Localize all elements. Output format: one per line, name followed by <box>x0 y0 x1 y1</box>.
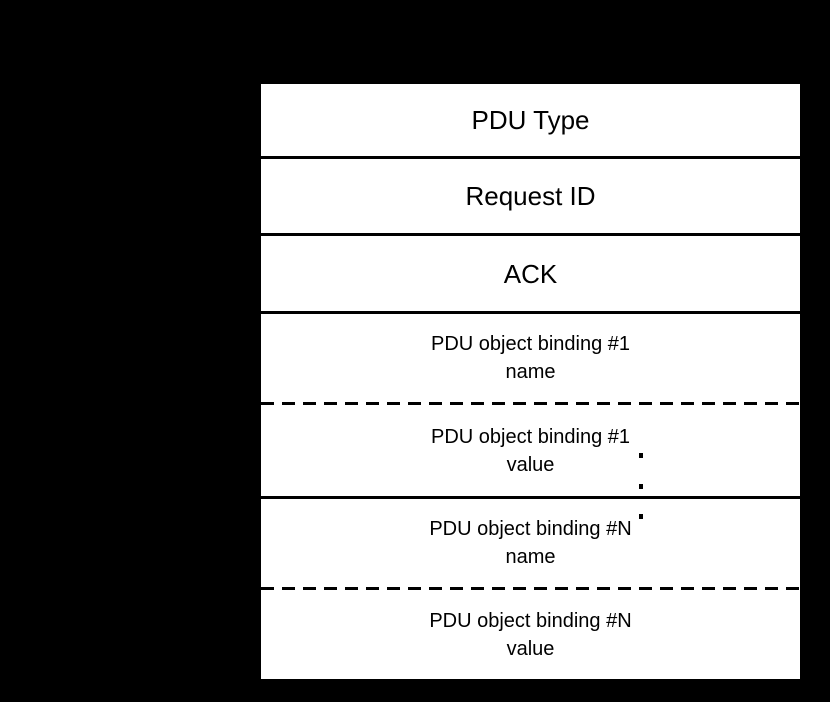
break-tick-icon <box>252 397 261 400</box>
ellipsis-dot-icon <box>639 514 643 519</box>
separator-solid <box>261 233 800 236</box>
field-label: Request ID <box>465 181 596 211</box>
field-request-id: Request ID <box>261 159 800 233</box>
field-binding-n-name: PDU object binding #N name <box>261 499 800 587</box>
field-ack: ACK <box>261 236 800 311</box>
field-label-line1: PDU object binding #N <box>429 518 632 540</box>
field-label-line2: name <box>505 546 556 568</box>
break-tick-icon <box>252 582 261 585</box>
field-binding-1-value: PDU object binding #1 value <box>261 405 800 496</box>
ellipsis-dot-icon <box>639 453 643 458</box>
break-tick-icon <box>800 408 809 411</box>
break-tick-icon <box>252 406 261 409</box>
field-pdu-type: PDU Type <box>261 84 800 156</box>
field-binding-n-value: PDU object binding #N value <box>261 590 800 679</box>
field-label-line1: PDU object binding #1 <box>430 425 630 448</box>
field-binding-1-name: PDU object binding #1 name <box>261 314 800 402</box>
field-label-line2: name <box>505 361 556 383</box>
field-label-line1: PDU object binding #1 <box>430 333 630 355</box>
separator-solid <box>261 311 800 314</box>
field-label-line2: value <box>506 637 555 660</box>
break-tick-icon <box>800 400 809 403</box>
field-label: ACK <box>503 258 558 289</box>
break-tick-icon <box>800 593 809 596</box>
break-tick-icon <box>252 591 261 594</box>
ellipsis-dot-icon <box>639 484 643 489</box>
separator-solid <box>261 496 800 499</box>
separator-solid <box>261 156 800 159</box>
separator-dashed <box>252 582 809 596</box>
separator-dashed <box>252 397 809 411</box>
pdu-structure-box: PDU Type Request ID ACK PDU object bindi… <box>252 81 809 682</box>
field-label-line1: PDU object binding #N <box>429 609 632 632</box>
field-label: PDU Type <box>471 105 590 135</box>
break-tick-icon <box>800 585 809 588</box>
field-label-line2: value <box>506 453 555 476</box>
